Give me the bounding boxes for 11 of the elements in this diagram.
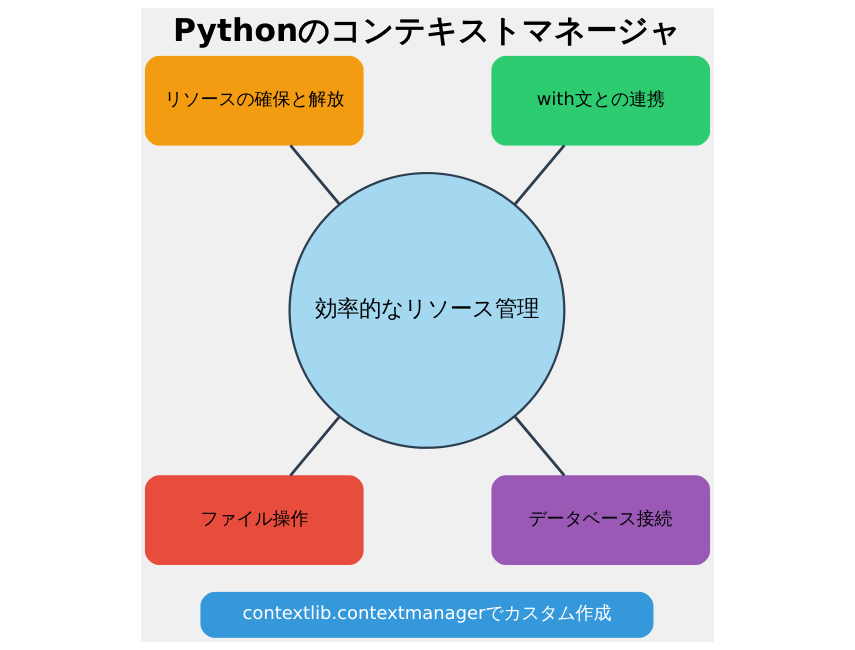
node-box: with文との連携: [491, 56, 710, 146]
connector: [514, 144, 566, 206]
node-box: リソースの確保と解放: [144, 56, 364, 146]
node-circle: 効率的なリソース管理: [288, 172, 566, 449]
node-box: データベース接続: [491, 475, 710, 565]
node-box: contextlib.contextmanagerでカスタム作成: [200, 592, 654, 638]
node-box: ファイル操作: [144, 475, 364, 565]
diagram-title: Pythonのコンテキストマネージャ: [172, 13, 682, 50]
connector: [514, 415, 566, 476]
connector: [289, 416, 341, 476]
connector: [289, 144, 341, 206]
